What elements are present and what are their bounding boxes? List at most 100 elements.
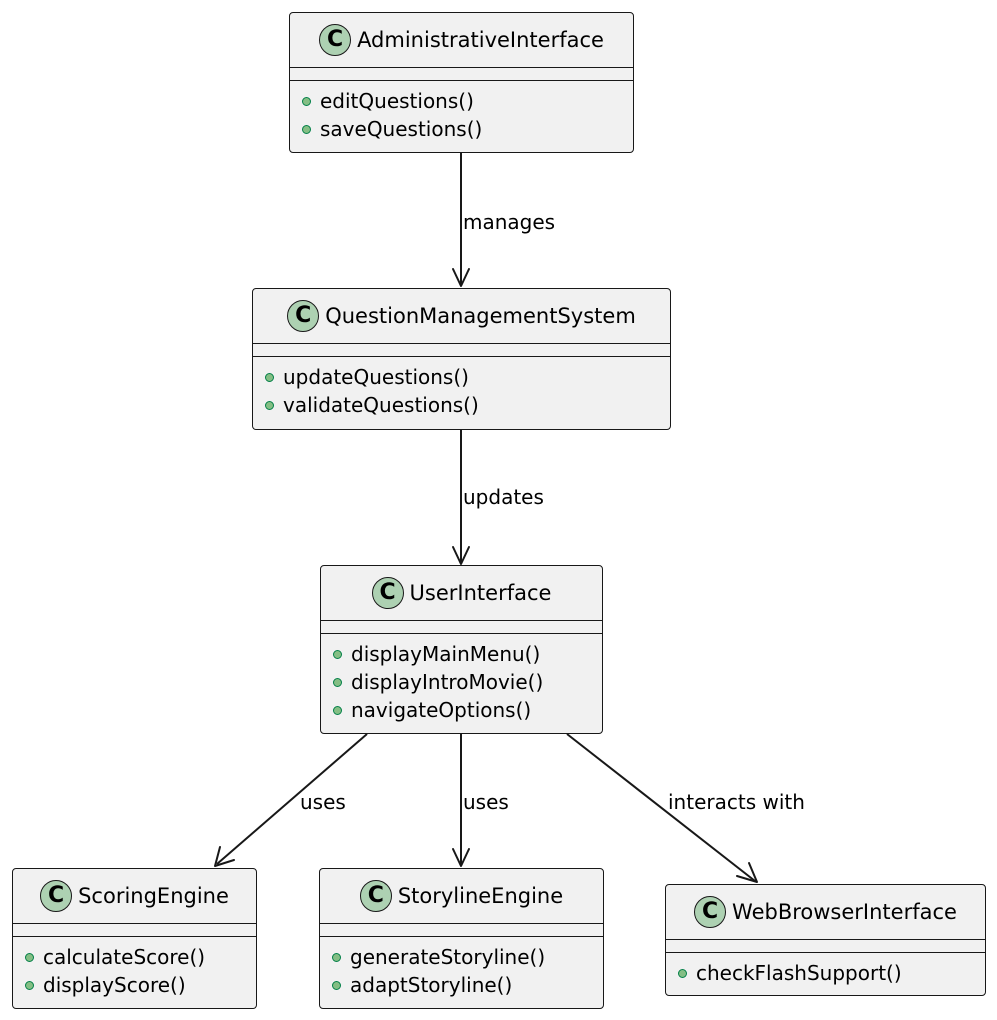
class-icon-letter: C bbox=[295, 302, 312, 328]
class-userinterface[interactable]: C UserInterface displayMainMenu() displa… bbox=[320, 565, 603, 734]
divider bbox=[666, 952, 985, 953]
divider bbox=[290, 67, 633, 68]
divider bbox=[321, 633, 602, 634]
divider bbox=[320, 923, 603, 924]
class-webbrowserinterface[interactable]: C WebBrowserInterface checkFlashSupport(… bbox=[665, 884, 986, 996]
edge-label-updates: updates bbox=[463, 485, 544, 509]
method-item: updateQuestions() bbox=[265, 363, 670, 391]
attributes-compartment bbox=[320, 924, 603, 936]
method-item: generateStoryline() bbox=[332, 943, 603, 971]
divider bbox=[253, 356, 670, 357]
divider bbox=[320, 936, 603, 937]
arrowhead-icon bbox=[452, 848, 470, 867]
method-item: saveQuestions() bbox=[302, 115, 633, 143]
attributes-compartment bbox=[253, 344, 670, 356]
public-visibility-icon bbox=[332, 980, 341, 990]
class-name: AdministrativeInterface bbox=[357, 28, 604, 52]
class-header: C UserInterface bbox=[321, 566, 602, 620]
class-name: WebBrowserInterface bbox=[732, 900, 957, 924]
attributes-compartment bbox=[13, 924, 256, 936]
method-signature: saveQuestions() bbox=[320, 117, 483, 141]
class-icon-letter: C bbox=[48, 882, 65, 908]
method-item: displayScore() bbox=[25, 971, 256, 999]
method-signature: calculateScore() bbox=[43, 945, 206, 969]
class-c-icon: C bbox=[371, 577, 404, 609]
class-icon-letter: C bbox=[701, 898, 719, 924]
methods-compartment: calculateScore() displayScore() bbox=[13, 937, 256, 1005]
method-item: displayIntroMovie() bbox=[333, 668, 602, 696]
method-signature: validateQuestions() bbox=[283, 393, 479, 417]
edge-updates: updates bbox=[452, 430, 544, 565]
method-item: editQuestions() bbox=[302, 87, 633, 115]
divider bbox=[253, 343, 670, 344]
public-visibility-icon bbox=[25, 980, 34, 990]
method-signature: updateQuestions() bbox=[283, 365, 469, 389]
methods-compartment: updateQuestions() validateQuestions() bbox=[253, 357, 670, 425]
method-signature: displayIntroMovie() bbox=[351, 670, 544, 694]
class-icon-letter: C bbox=[326, 26, 344, 52]
divider bbox=[321, 620, 602, 621]
public-visibility-icon bbox=[678, 968, 687, 978]
class-storylineengine[interactable]: C StorylineEngine generateStoryline() ad… bbox=[319, 868, 604, 1009]
public-visibility-icon bbox=[25, 952, 34, 962]
methods-compartment: editQuestions() saveQuestions() bbox=[290, 81, 633, 149]
divider bbox=[666, 939, 985, 940]
method-item: displayMainMenu() bbox=[333, 640, 602, 668]
divider bbox=[13, 936, 256, 937]
class-name: StorylineEngine bbox=[397, 884, 564, 908]
methods-compartment: checkFlashSupport() bbox=[666, 953, 985, 993]
edge-interacts-with: interacts with bbox=[566, 733, 805, 883]
method-signature: generateStoryline() bbox=[350, 945, 546, 969]
edge-label-interacts-with: interacts with bbox=[668, 790, 805, 814]
public-visibility-icon bbox=[332, 952, 341, 962]
class-c-icon: C bbox=[40, 880, 73, 912]
edge-uses-scoring: uses bbox=[214, 733, 368, 867]
methods-compartment: displayMainMenu() displayIntroMovie() na… bbox=[321, 634, 602, 730]
method-item: adaptStoryline() bbox=[332, 971, 603, 999]
edge-label-uses-scoring: uses bbox=[300, 790, 346, 814]
class-name: QuestionManagementSystem bbox=[325, 304, 636, 328]
class-c-icon: C bbox=[694, 896, 727, 928]
class-name: ScoringEngine bbox=[78, 884, 229, 908]
class-questionmanagementsystem[interactable]: C QuestionManagementSystem updateQuestio… bbox=[252, 288, 671, 430]
public-visibility-icon bbox=[265, 372, 274, 382]
class-icon-letter: C bbox=[379, 579, 396, 605]
method-item: calculateScore() bbox=[25, 943, 256, 971]
class-c-icon: C bbox=[319, 24, 352, 56]
class-header: C WebBrowserInterface bbox=[666, 885, 985, 939]
method-signature: displayScore() bbox=[43, 973, 186, 997]
attributes-compartment bbox=[666, 940, 985, 952]
class-header: C QuestionManagementSystem bbox=[253, 289, 670, 343]
public-visibility-icon bbox=[302, 124, 311, 134]
edge-uses-storyline: uses bbox=[452, 734, 509, 867]
class-header: C AdministrativeInterface bbox=[290, 13, 633, 67]
method-signature: checkFlashSupport() bbox=[696, 961, 902, 985]
public-visibility-icon bbox=[333, 677, 342, 687]
class-header: C ScoringEngine bbox=[13, 869, 256, 923]
methods-compartment: generateStoryline() adaptStoryline() bbox=[320, 937, 603, 1005]
edge-label-uses-storyline: uses bbox=[463, 790, 509, 814]
public-visibility-icon bbox=[333, 649, 342, 659]
method-signature: displayMainMenu() bbox=[351, 642, 541, 666]
class-icon-letter: C bbox=[367, 882, 384, 908]
method-signature: editQuestions() bbox=[320, 89, 474, 113]
class-administrativeinterface[interactable]: C AdministrativeInterface editQuestions(… bbox=[289, 12, 634, 153]
class-scoringengine[interactable]: C ScoringEngine calculateScore() display… bbox=[12, 868, 257, 1009]
edge-manages: manages bbox=[452, 153, 555, 287]
edge-label-manages: manages bbox=[463, 210, 555, 234]
method-signature: adaptStoryline() bbox=[350, 973, 513, 997]
method-item: validateQuestions() bbox=[265, 391, 670, 419]
arrowhead-icon bbox=[214, 846, 235, 867]
edge-line bbox=[216, 733, 368, 865]
public-visibility-icon bbox=[265, 400, 274, 410]
edge-line bbox=[566, 733, 756, 882]
class-c-icon: C bbox=[359, 880, 392, 912]
class-header: C StorylineEngine bbox=[320, 869, 603, 923]
method-item: navigateOptions() bbox=[333, 696, 602, 724]
divider bbox=[290, 80, 633, 81]
attributes-compartment bbox=[290, 68, 633, 80]
method-signature: navigateOptions() bbox=[351, 698, 532, 722]
arrowhead-icon bbox=[452, 546, 470, 565]
